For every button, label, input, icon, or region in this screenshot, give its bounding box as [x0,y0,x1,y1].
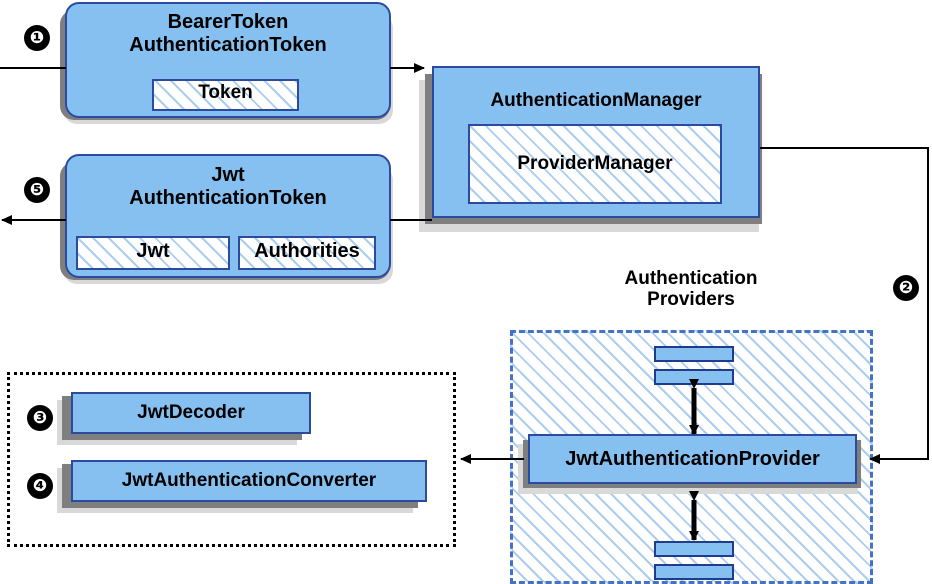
bearer-token-label-line1: BearerToken [167,11,289,33]
bearer-token-label-line2: AuthenticationToken [129,34,327,56]
authorities-label: Authorities [254,240,360,262]
provider-manager-label: ProviderManager [517,153,673,174]
jwt-token-label-line2: AuthenticationToken [129,187,327,209]
provider-manager-node[interactable]: ProviderManager [468,124,722,204]
token-label: Token [198,82,253,103]
step-badge-2: ❷ [893,275,919,301]
jwt-authentication-converter-node[interactable]: JwtAuthenticationConverter [71,460,427,502]
step-badge-1: ❶ [24,25,50,51]
providers-title-line1: Authentication [624,268,758,289]
step-badge-5: ❺ [24,177,50,203]
authentication-manager-label: AuthenticationManager [490,90,702,111]
provider-placeholder-bar-bottom-2 [654,564,734,580]
authentication-providers-title: Authentication Providers [560,268,822,311]
step-badge-4: ❹ [27,473,53,499]
jwt-label: Jwt [136,240,170,262]
jwt-authentication-provider-node[interactable]: JwtAuthenticationProvider [528,434,857,484]
support-components-container [7,372,456,547]
authorities-node[interactable] [238,236,376,270]
jwt-authentication-provider-label: JwtAuthenticationProvider [565,447,820,470]
jwt-decoder-node[interactable]: JwtDecoder [71,392,311,434]
jwt-decoder-label: JwtDecoder [137,402,245,423]
jwt-token-label-line1: Jwt [211,164,245,186]
bearer-token-authentication-token-node[interactable]: BearerToken AuthenticationToken [65,2,391,118]
jwt-authentication-converter-label: JwtAuthenticationConverter [121,470,377,491]
jwt-node[interactable] [76,236,230,270]
token-node[interactable] [152,79,299,111]
provider-placeholder-bar-top-1 [654,346,734,362]
step-badge-3: ❸ [27,405,53,431]
provider-placeholder-bar-bottom-1 [654,541,734,557]
providers-title-line2: Providers [647,289,735,311]
